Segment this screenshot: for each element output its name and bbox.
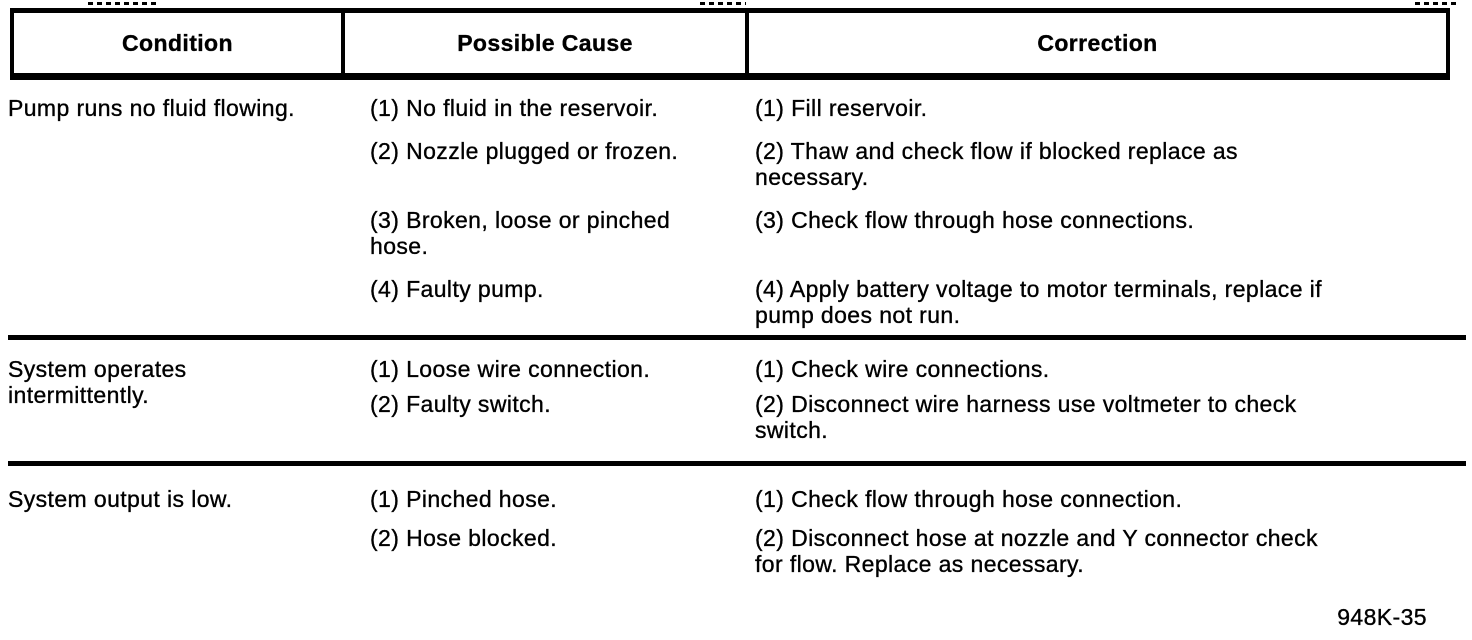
condition-cell: Pump runs no fluid flowing. — [8, 95, 295, 121]
items-column: (1) Loose wire connection. (1) Check wire… — [370, 356, 1466, 443]
condition-cell: System operates intermittently. — [8, 356, 187, 408]
correction-cell: (2) Disconnect wire harness use voltmete… — [755, 391, 1297, 443]
correction-cell: (2) Thaw and check flow if blocked repla… — [755, 138, 1238, 190]
cause-cell: (2) Nozzle plugged or frozen. — [370, 138, 679, 164]
figure-code: 948K-35 — [1337, 604, 1427, 630]
correction-cell: (1) Check flow through hose connection. — [755, 486, 1183, 512]
cause-cell: (2) Faulty switch. — [370, 391, 552, 417]
cause-correction-row: (2) Faulty switch. (2) Disconnect wire ha… — [370, 391, 1466, 443]
cause-correction-row: (4) Faulty pump. (4) Apply battery voltag… — [370, 276, 1466, 328]
cause-correction-row: (2) Hose blocked. (2) Disconnect hose at … — [370, 525, 1466, 577]
table-header-row: Condition Possible Cause Correction — [10, 8, 1450, 80]
column-header-correction: Correction — [1037, 29, 1158, 56]
cause-correction-row: (1) Loose wire connection. (1) Check wire… — [370, 356, 1466, 382]
table-body: Pump runs no fluid flowing. (1) No fluid … — [8, 80, 1466, 587]
cause-correction-row: (2) Nozzle plugged or frozen. (2) Thaw an… — [370, 138, 1466, 190]
scan-artifact — [700, 2, 746, 5]
items-column: (1) Pinched hose. (1) Check flow through … — [370, 486, 1466, 577]
table-section: Pump runs no fluid flowing. (1) No fluid … — [8, 80, 1466, 335]
table-section: System operates intermittently. (1) Loose… — [8, 335, 1466, 461]
correction-cell: (1) Check wire connections. — [755, 356, 1050, 382]
column-header-condition: Condition — [14, 13, 345, 73]
cause-correction-row: (3) Broken, loose or pinched hose. (3) Ch… — [370, 207, 1466, 259]
correction-cell: (1) Fill reservoir. — [755, 95, 928, 121]
correction-cell: (3) Check flow through hose connections. — [755, 207, 1195, 233]
cause-cell: (1) No fluid in the reservoir. — [370, 95, 659, 121]
condition-cell: System output is low. — [8, 486, 233, 512]
scan-artifact — [1415, 2, 1457, 5]
column-header-possible-cause: Possible Cause — [345, 13, 749, 73]
cause-correction-row: (1) Pinched hose. (1) Check flow through … — [370, 486, 1466, 512]
cause-cell: (4) Faulty pump. — [370, 276, 544, 302]
cause-cell: (2) Hose blocked. — [370, 525, 558, 551]
cause-cell: (1) Loose wire connection. — [370, 356, 651, 382]
cause-cell: (3) Broken, loose or pinched hose. — [370, 207, 671, 259]
items-column: (1) No fluid in the reservoir. (1) Fill r… — [370, 95, 1466, 328]
scan-artifact — [88, 2, 158, 5]
cause-correction-row: (1) No fluid in the reservoir. (1) Fill r… — [370, 95, 1466, 121]
correction-cell: (4) Apply battery voltage to motor termi… — [755, 276, 1322, 328]
table-section: System output is low.(1) Pinched hose.(1… — [8, 461, 1466, 587]
correction-cell: (2) Disconnect hose at nozzle and Y conn… — [755, 525, 1318, 577]
cause-cell: (1) Pinched hose. — [370, 486, 558, 512]
